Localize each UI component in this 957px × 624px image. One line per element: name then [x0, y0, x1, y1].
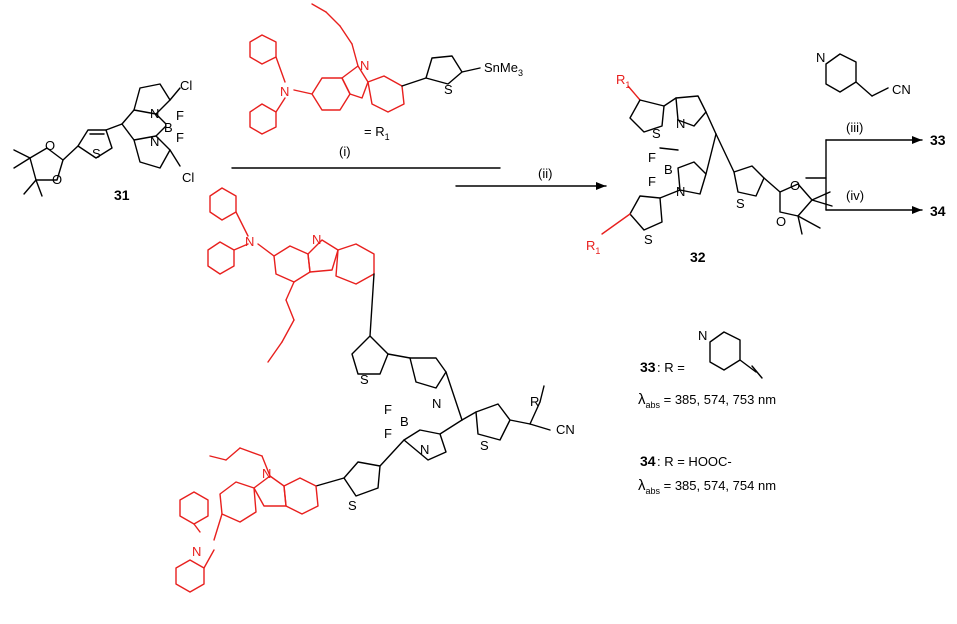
r1-reagent-structure	[249, 3, 481, 135]
atom-f-31a: F	[176, 108, 184, 123]
legend-34-label: 34	[640, 453, 656, 469]
atom-o-31b: O	[52, 172, 62, 187]
arrow-step-ii-head	[596, 182, 606, 190]
atom-b-31: B	[164, 120, 173, 135]
atom-s-fp-c: S	[348, 498, 357, 513]
atom-n-r1-carbazole: N	[360, 58, 369, 73]
atom-n-pyridine: N	[816, 50, 825, 65]
atom-f-fp-a: F	[384, 402, 392, 417]
legend-33-lambda: λabs = 385, 574, 753 nm	[638, 391, 776, 410]
atom-n-r1-amine: N	[280, 84, 289, 99]
atom-n-fp-carbazole1: N	[312, 232, 321, 247]
atom-n-fp-a: N	[432, 396, 441, 411]
compound-33-product-label: 33	[930, 132, 946, 148]
atom-s-fp-b: S	[480, 438, 489, 453]
atom-b-32: B	[664, 162, 673, 177]
snme3-label: SnMe3	[484, 60, 523, 78]
cn-label-reagent: CN	[892, 82, 911, 97]
atom-f-31b: F	[176, 130, 184, 145]
atom-n-32b: N	[676, 184, 685, 199]
atom-f-32a: F	[648, 150, 656, 165]
compound-31-label: 31	[114, 187, 130, 203]
legend-34-lambda: λabs = 385, 574, 754 nm	[638, 477, 776, 496]
pyridylacetonitrile-structure	[825, 53, 889, 97]
step-iii-label: (iii)	[846, 120, 863, 135]
atom-cn-fp: CN	[556, 422, 575, 437]
compound-32-label: 32	[690, 249, 706, 265]
legend-33-label: 33	[640, 359, 656, 375]
atom-n-32a: N	[676, 116, 685, 131]
atom-n-31b: N	[150, 134, 159, 149]
arrow-step-iv-head	[912, 206, 922, 214]
atom-o-31a: O	[45, 138, 55, 153]
atom-n-legend-pyridine: N	[698, 328, 707, 343]
step-i-label: (i)	[339, 144, 351, 159]
compound-34-product-label: 34	[930, 203, 946, 219]
atom-s-32a: S	[652, 126, 661, 141]
atom-o-32b: O	[776, 214, 786, 229]
arrow-step-iii-head	[912, 136, 922, 144]
r1-equals-label: = R1	[364, 124, 390, 142]
atom-n-31a: N	[150, 106, 159, 121]
atom-n-fp-amine1: N	[245, 234, 254, 249]
atom-n-fp-amine2: N	[192, 544, 201, 559]
legend-34-text: : R = HOOC-	[657, 454, 732, 469]
atom-r1-32a: R1	[616, 72, 630, 90]
atom-n-fp-carbazole2: N	[262, 466, 271, 481]
atom-b-fp: B	[400, 414, 409, 429]
atom-o-32a: O	[790, 178, 800, 193]
atom-r1-32b: R1	[586, 238, 600, 256]
atom-s-31: S	[92, 146, 101, 161]
atom-s-fp-a: S	[360, 372, 369, 387]
legend-33-text: : R =	[657, 360, 685, 375]
atom-s-32b: S	[736, 196, 745, 211]
step-ii-label: (ii)	[538, 166, 552, 181]
atom-cl-31a: Cl	[180, 78, 192, 93]
atom-cl-31b: Cl	[182, 170, 194, 185]
final-product-structure	[175, 187, 551, 593]
compound-31-structure	[13, 83, 181, 197]
atom-s-r1: S	[444, 82, 453, 97]
legend-33	[709, 331, 763, 379]
atom-n-fp-b: N	[420, 442, 429, 457]
step-iv-label: (iv)	[846, 188, 864, 203]
atom-f-32b: F	[648, 174, 656, 189]
atom-s-32c: S	[644, 232, 653, 247]
compound-32-structure	[601, 85, 833, 235]
atom-f-fp-b: F	[384, 426, 392, 441]
atom-r-fp: R	[530, 394, 539, 409]
